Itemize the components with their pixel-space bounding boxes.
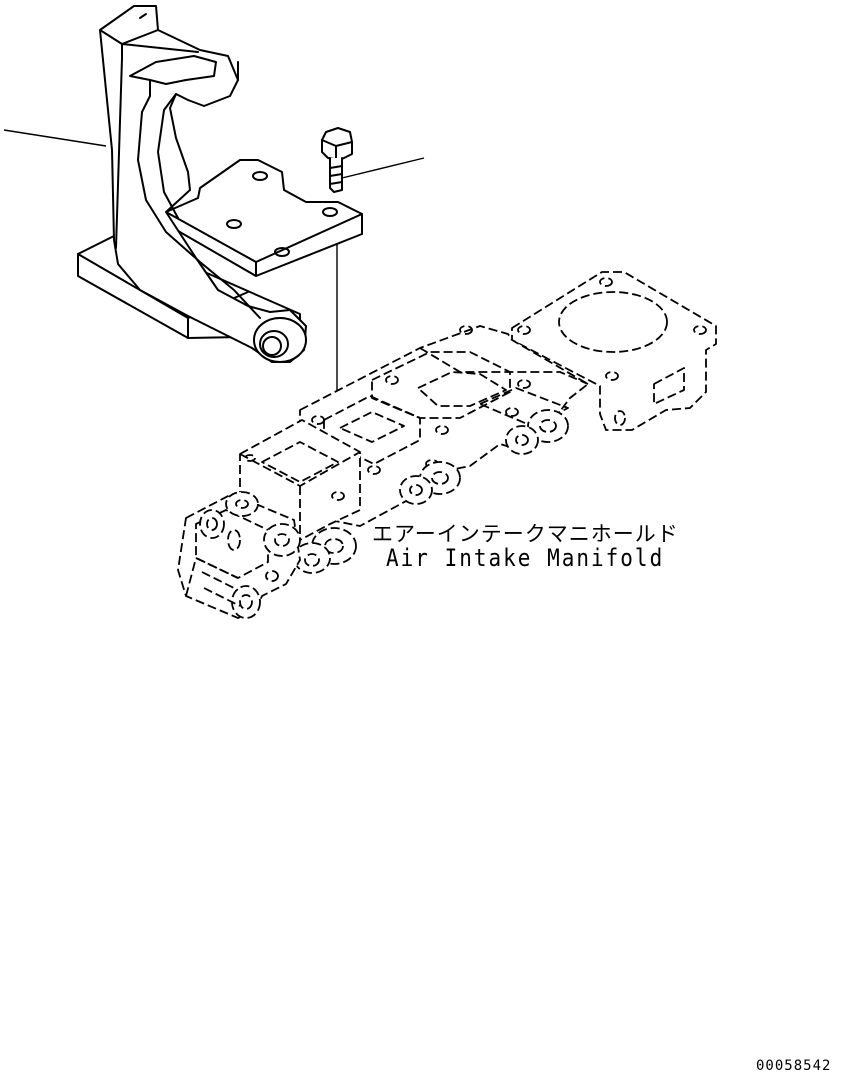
bolt-leader-line (341, 157, 425, 179)
bracket-leader-line (3, 129, 107, 147)
drawing-number: 00058542 (756, 1058, 832, 1074)
callout-label-english: Air Intake Manifold (386, 544, 665, 572)
callout-label-japanese: エアーインテークマニホールド (372, 522, 679, 546)
bolt (321, 127, 353, 193)
mounting-bracket (77, 5, 363, 363)
air-intake-manifold (177, 271, 717, 619)
